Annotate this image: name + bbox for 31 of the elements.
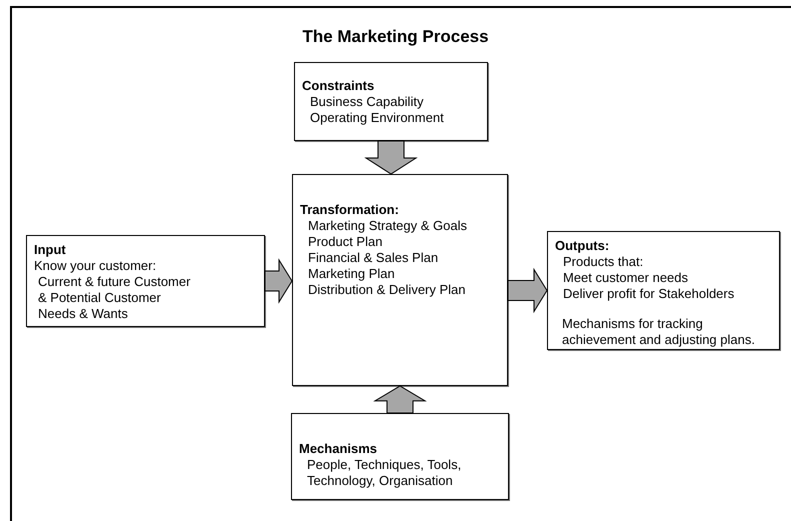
block-arrow xyxy=(373,385,427,414)
process-box xyxy=(26,235,265,327)
box-text: Distribution & Delivery Plan xyxy=(307,282,466,298)
block-arrow xyxy=(264,258,293,304)
box-text: Needs & Wants xyxy=(37,306,128,322)
box-text: Deliver profit for Stakeholders xyxy=(562,286,734,302)
process-box xyxy=(292,174,508,386)
box-text: Mechanisms for tracking achievement and adjusting plans. xyxy=(561,316,756,348)
box-heading: Transformation: xyxy=(300,202,399,218)
process-box xyxy=(294,62,488,141)
box-text: Products that: xyxy=(562,254,644,270)
box-text: Operating Environment xyxy=(309,110,444,126)
box-text: Business Capability xyxy=(309,94,424,110)
process-box xyxy=(291,413,509,500)
box-text: Know your customer: xyxy=(34,258,156,274)
box-text: Product Plan xyxy=(307,234,382,250)
box-heading: Mechanisms xyxy=(299,441,378,457)
process-box xyxy=(547,231,780,350)
box-text: Financial & Sales Plan xyxy=(307,250,438,266)
box-text: Meet customer needs xyxy=(562,270,688,286)
diagram-title: The Marketing Process xyxy=(301,27,490,47)
box-text: Marketing Plan xyxy=(307,266,395,282)
box-heading: Input xyxy=(34,242,66,258)
box-text: Current & future Customer xyxy=(37,274,190,290)
box-heading: Outputs: xyxy=(555,238,610,254)
block-arrow xyxy=(508,268,548,314)
block-arrow xyxy=(364,140,418,175)
box-text: People, Techniques, Tools, Technology, Organisation xyxy=(306,457,462,489)
box-text: & Potential Customer xyxy=(37,290,161,306)
box-text: Marketing Strategy & Goals xyxy=(307,218,467,234)
box-heading: Constraints xyxy=(302,78,374,94)
